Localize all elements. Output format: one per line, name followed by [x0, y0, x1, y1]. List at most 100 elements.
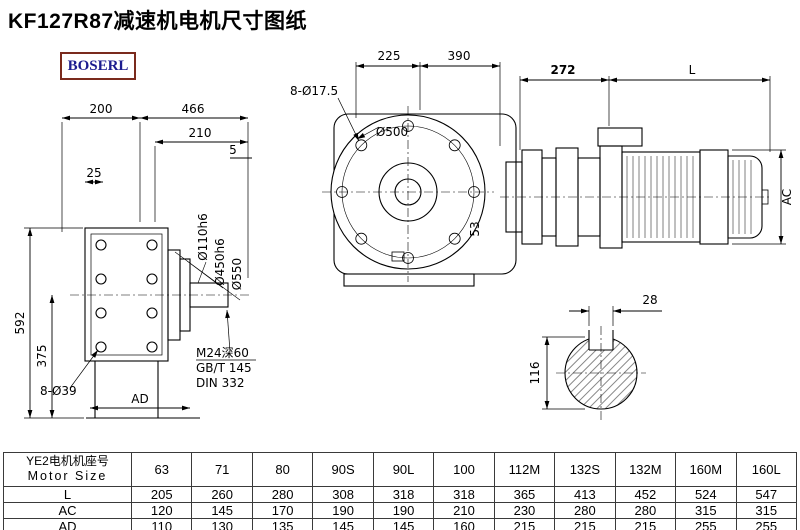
table-row-AD: AD 110 130 135 145 145 160 215 215 215 2… — [3, 518, 798, 530]
table-cell: 215 — [554, 518, 616, 530]
dim-AC-label: AC — [780, 189, 794, 205]
bolt-hole — [146, 239, 158, 251]
dim-53-label: 53 — [468, 221, 482, 236]
fan-cover — [727, 155, 763, 239]
terminal-box — [597, 127, 643, 147]
shaft-section-labels: 28 116 — [528, 293, 658, 384]
dim-466-label: 466 — [182, 102, 205, 116]
oil-plug — [391, 251, 405, 262]
table-cell: 260 — [191, 486, 253, 503]
row-label: AD — [3, 518, 132, 530]
table-cell: 365 — [493, 486, 556, 503]
table-cell: 255 — [675, 518, 737, 530]
table-cell: 190 — [372, 502, 435, 519]
bolt-hole — [146, 341, 158, 353]
gearbox-lower-housing — [86, 361, 200, 419]
page-title: KF127R87减速机电机尺寸图纸 — [8, 10, 308, 33]
bolt-hole — [95, 273, 107, 285]
bolt-hole — [146, 273, 158, 285]
tap-hole-note: M24深60 — [196, 346, 249, 360]
boserl-logo: BOSERL — [60, 52, 136, 80]
bolt-hole — [95, 341, 107, 353]
table-cell: 110 — [130, 518, 193, 530]
shaft-diameter-label: Ø110h6 — [196, 213, 210, 261]
table-cell: 318 — [372, 486, 435, 503]
col-header: 80 — [251, 452, 314, 487]
dim-390-label: 390 — [448, 49, 471, 63]
table-cell: 315 — [735, 502, 798, 519]
table-cell: 145 — [372, 518, 435, 530]
table-cell: 308 — [312, 486, 374, 503]
col-header: 160L — [735, 452, 798, 487]
dim-375-label: 375 — [35, 345, 49, 368]
front-view-labels: 200 466 210 5 25 592 375 8-Ø39 AD Ø110h6… — [13, 102, 252, 406]
col-header: 71 — [191, 452, 253, 487]
technical-drawing: 200 466 210 5 25 592 375 8-Ø39 AD Ø110h6… — [13, 49, 794, 420]
motor-size-header-en: Motor Size — [27, 469, 108, 484]
flange-hole — [355, 232, 368, 245]
dim-L-label: L — [689, 63, 696, 77]
spigot-diameter-label: Ø450h6 — [213, 238, 227, 286]
col-header: 63 — [130, 452, 193, 487]
row-label: AC — [3, 502, 132, 519]
motor-labels: 272 L AC — [550, 63, 794, 205]
centerlines — [322, 106, 494, 282]
flange-hole — [355, 139, 368, 152]
table-cell: 215 — [614, 518, 677, 530]
table-cell: 205 — [130, 486, 193, 503]
front-view-dims — [24, 115, 256, 419]
table-cell: 255 — [735, 518, 798, 530]
motor-size-header-cn: YE2电机机座号 — [26, 454, 109, 469]
table-cell: 145 — [312, 518, 374, 530]
table-cell: 524 — [675, 486, 737, 503]
dim-25-label: 25 — [86, 166, 101, 180]
side-view-labels: 225 390 8-Ø17.5 Ø500 53 — [290, 49, 482, 237]
table-cell: 452 — [614, 486, 677, 503]
bolt-hole — [95, 307, 107, 319]
table-cell: 145 — [191, 502, 253, 519]
flange-hole — [448, 139, 461, 152]
standard-note-2: DIN 332 — [196, 376, 244, 390]
table-cell: 280 — [251, 486, 314, 503]
boserl-logo-text: BOSERL — [67, 57, 129, 74]
motor-size-header: YE2电机机座号 Motor Size — [3, 452, 132, 487]
table-cell: 190 — [312, 502, 374, 519]
flange-diameter-label: Ø550 — [230, 258, 244, 290]
dim-28-label: 28 — [642, 293, 657, 307]
bolt-hole — [146, 307, 158, 319]
table-cell: 230 — [493, 502, 556, 519]
col-header: 100 — [433, 452, 495, 487]
dim-272-label: 272 — [550, 63, 575, 77]
dimension-table: YE2电机机座号 Motor Size 63 71 80 90S 90L 100… — [3, 452, 798, 530]
shaft-section-view — [542, 306, 662, 420]
standard-note-1: GB/T 145 — [196, 361, 252, 375]
table-cell: 315 — [675, 502, 737, 519]
table-cell: 120 — [130, 502, 193, 519]
dim-ad-label: AD — [131, 392, 148, 406]
flange-holes-label: 8-Ø17.5 — [290, 84, 338, 98]
table-cell: 547 — [735, 486, 798, 503]
motor-assembly — [500, 127, 772, 249]
table-cell: 170 — [251, 502, 314, 519]
table-cell: 413 — [554, 486, 616, 503]
table-row-L: L 205 260 280 308 318 318 365 413 452 52… — [3, 486, 798, 503]
gearbox-foot — [343, 273, 475, 287]
dim-5-label: 5 — [229, 143, 237, 157]
table-header-row: YE2电机机座号 Motor Size 63 71 80 90S 90L 100… — [3, 452, 798, 487]
flange-hole — [448, 232, 461, 245]
col-header: 160M — [675, 452, 737, 487]
dim-225-label: 225 — [378, 49, 401, 63]
col-header: 90L — [372, 452, 435, 487]
col-header: 90S — [312, 452, 374, 487]
table-cell: 318 — [433, 486, 495, 503]
table-cell: 160 — [433, 518, 495, 530]
table-cell: 280 — [554, 502, 616, 519]
table-row-AC: AC 120 145 170 190 190 210 230 280 280 3… — [3, 502, 798, 519]
motor-dims — [519, 76, 786, 245]
table-cell: 210 — [433, 502, 495, 519]
table-cell: 280 — [614, 502, 677, 519]
section-centerlines — [556, 326, 646, 420]
dim-592-label: 592 — [13, 312, 27, 335]
col-header: 132M — [614, 452, 677, 487]
dim-116-label: 116 — [528, 362, 542, 385]
